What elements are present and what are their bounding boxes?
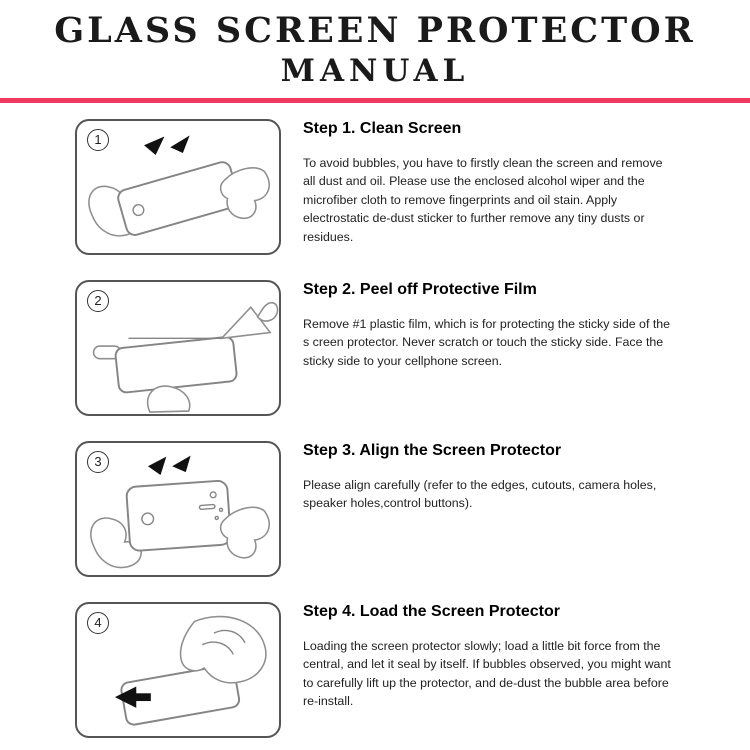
step-4-illustration: 4 [75, 601, 281, 738]
home-button-detail [141, 511, 155, 525]
phone-sketch [125, 479, 232, 552]
steps-list: 1 Step 1. Clean Screen To avoid bubbles,… [0, 103, 750, 738]
right-hand-sketch [219, 506, 270, 559]
title-line-2: MANUAL [280, 52, 470, 89]
press-arrow-icon [114, 686, 137, 708]
motion-arrow-right-icon [170, 135, 190, 153]
load-protector-sketch [114, 615, 267, 726]
speaker-hole-detail [198, 503, 216, 510]
home-button-detail [132, 203, 145, 216]
step-3-heading: Step 3. Align the Screen Protector [303, 441, 562, 459]
step-3-number-badge: 3 [87, 450, 109, 473]
align-arrow-left-icon [147, 456, 167, 475]
step-1-number-badge: 1 [87, 128, 109, 151]
step-3-text: Step 3. Align the Screen Protector Pleas… [303, 441, 675, 513]
step-4-number-badge: 4 [87, 611, 109, 634]
step-3-illustration: 3 [75, 440, 281, 577]
step-1-body: To avoid bubbles, you have to firstly cl… [303, 155, 663, 245]
step-3-body: Please align carefully (refer to the edg… [303, 477, 657, 511]
step-1-text: Step 1. Clean Screen To avoid bubbles, y… [303, 119, 675, 247]
pressing-hand-sketch [179, 615, 267, 684]
motion-arrow-left-icon [144, 136, 165, 155]
phone-sketch [117, 160, 240, 236]
sensor-dot-detail [214, 515, 219, 520]
phone-sketch [114, 335, 238, 393]
peel-film-sketch [92, 301, 279, 413]
step-row-1: 1 Step 1. Clean Screen To avoid bubbles,… [75, 118, 750, 255]
step-2-text: Step 2. Peel off Protective Film Remove … [303, 280, 675, 371]
clean-screen-sketch [88, 135, 270, 237]
step-4-heading: Step 4. Load the Screen Protector [303, 602, 560, 620]
right-hand-sketch [219, 166, 270, 219]
finger-line-detail [201, 641, 234, 655]
step-2-number-badge: 2 [87, 289, 109, 312]
step-row-2: 2 Step 2. Peel off Protective Film Remov… [75, 279, 750, 416]
step-2-illustration: 2 [75, 279, 281, 416]
camera-hole-detail [209, 490, 217, 499]
finger-line-detail [213, 629, 246, 643]
step-1-illustration: 1 [75, 118, 281, 255]
title-line-1: GLASS SCREEN PROTECTOR [54, 10, 696, 51]
holding-hand-sketch [146, 384, 191, 413]
step-row-4: 4 Step 4. Load the Screen Protector Load… [75, 601, 750, 738]
sensor-dot-detail [218, 507, 224, 512]
press-arrow-tail [134, 692, 151, 701]
step-4-text: Step 4. Load the Screen Protector Loadin… [303, 602, 675, 711]
accent-divider [0, 97, 750, 103]
step-1-heading: Step 1. Clean Screen [303, 119, 462, 137]
align-arrow-right-icon [172, 455, 191, 472]
step-2-heading: Step 2. Peel off Protective Film [303, 280, 537, 298]
step-2-body: Remove #1 plastic film, which is for pro… [303, 316, 671, 368]
step-4-body: Loading the screen protector slowly; loa… [303, 638, 671, 709]
phone-sketch [120, 663, 241, 726]
peeling-hand-sketch [256, 301, 279, 322]
align-protector-sketch [90, 455, 270, 568]
page-title: GLASS SCREEN PROTECTOR MANUAL [0, 0, 750, 89]
step-row-3: 3 Step 3. Align [75, 440, 750, 577]
